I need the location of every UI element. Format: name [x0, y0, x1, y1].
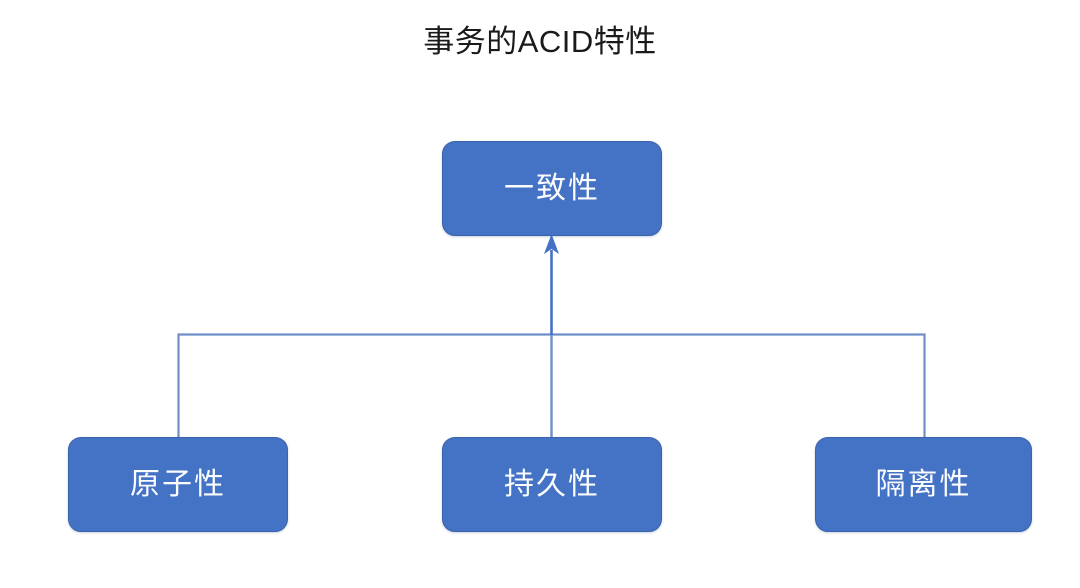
node-isolation-label: 隔离性 [875, 467, 972, 501]
node-atomicity-label: 原子性 [130, 467, 226, 501]
node-consistency[interactable]: 一致性 [442, 141, 662, 236]
arrow-up-icon [544, 234, 559, 254]
page-title: 事务的ACID特性 [423, 24, 657, 59]
node-consistency-label: 一致性 [504, 171, 600, 205]
node-atomicity[interactable]: 原子性 [68, 437, 288, 532]
node-isolation[interactable]: 隔离性 [815, 437, 1032, 532]
node-durability[interactable]: 持久性 [442, 437, 662, 532]
node-durability-label: 持久性 [504, 467, 600, 501]
